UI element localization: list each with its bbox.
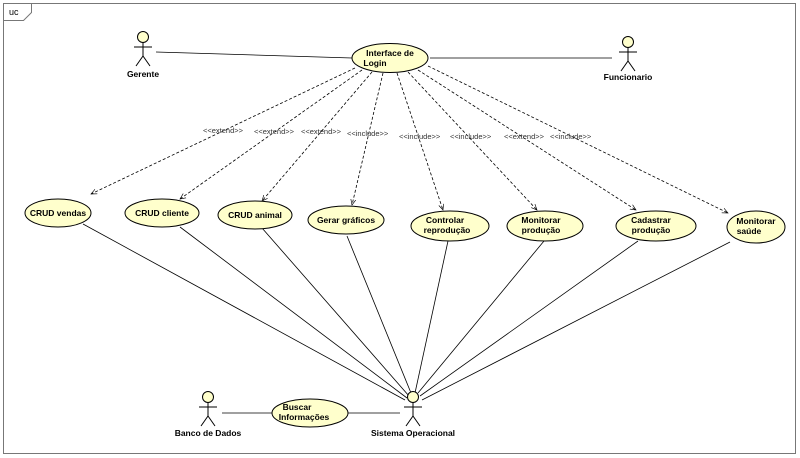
- svg-text:Interface de: Interface de: [366, 48, 414, 58]
- use-case-label: Interface de: [366, 48, 414, 58]
- assoc-sistema-monitorar-saude: [421, 241, 731, 401]
- use-case-controlar-reproducao[interactable]: Controlar reprodução: [410, 210, 490, 242]
- stereotype-label: <<include>>: [450, 132, 492, 141]
- dep-include-monitorar-saude: [427, 65, 728, 214]
- stereotype-label: <<extend>>: [254, 127, 295, 136]
- frame-label: uc: [9, 7, 19, 17]
- use-case-label: CRUD vendas: [30, 208, 86, 218]
- assoc-sistema-controlar: [414, 240, 449, 394]
- actor-banco-de-dados[interactable]: [199, 391, 217, 427]
- use-case-login[interactable]: Interface de Login: [351, 43, 429, 73]
- assoc-sistema-crud-cliente: [179, 226, 408, 399]
- use-case-label: produção: [522, 225, 561, 235]
- assoc-sistema-crud-vendas: [82, 223, 406, 401]
- actor-gerente[interactable]: [134, 31, 152, 67]
- stereotype-label: <<extend>>: [203, 126, 244, 135]
- use-case-label: Login: [363, 58, 386, 68]
- use-case-label: Gerar gráficos: [317, 215, 375, 225]
- stereotype-labels: <<extend>> <<extend>> <<extend>> <<inclu…: [203, 126, 592, 141]
- use-case-crud-cliente[interactable]: CRUD cliente: [124, 198, 200, 228]
- dep-include-gerar-graficos: [352, 72, 384, 205]
- frame-tab: [3, 3, 32, 21]
- dep-extend-crud-cliente: [180, 69, 363, 199]
- use-case-label: Controlar: [426, 215, 465, 225]
- use-case-monitorar-producao[interactable]: Monitorar produção: [506, 210, 584, 242]
- assoc-sistema-monitorar-producao: [417, 240, 545, 394]
- use-case-label: Monitorar: [521, 215, 561, 225]
- dep-include-monitorar-producao: [407, 71, 537, 210]
- assoc-gerente-login: [155, 51, 353, 59]
- dep-extend-crud-vendas: [91, 67, 356, 195]
- use-case-label: CRUD cliente: [135, 208, 189, 218]
- use-case-cadastrar-producao[interactable]: Cadastrar produção: [615, 210, 697, 242]
- use-case-buscar-informacoes[interactable]: Buscar Informações: [271, 398, 349, 428]
- actor-funcionario-label: Funcionario: [604, 72, 653, 82]
- diagram-frame: [3, 3, 796, 454]
- use-case-label: Cadastrar: [631, 215, 671, 225]
- use-case-label: CRUD animal: [228, 210, 282, 220]
- use-case-label: produção: [632, 225, 671, 235]
- stereotype-label: <<extend>>: [301, 127, 342, 136]
- use-case-label: Informações: [279, 412, 330, 422]
- use-case-label: reprodução: [424, 225, 471, 235]
- actor-sistema-operacional[interactable]: [404, 391, 422, 427]
- stereotype-label: <<include>>: [550, 132, 592, 141]
- dep-extend-crud-animal: [262, 71, 373, 201]
- actor-funcionario[interactable]: [619, 36, 637, 72]
- use-case-label: Buscar: [283, 402, 313, 412]
- actor-gerente-label: Gerente: [127, 69, 159, 79]
- dependencies: [91, 65, 728, 214]
- associations: [82, 51, 731, 414]
- assoc-sistema-gerar-graficos: [346, 235, 412, 394]
- use-case-crud-animal[interactable]: CRUD animal: [217, 200, 293, 230]
- use-case-label: saúde: [737, 226, 762, 236]
- svg-text:Login: Login: [363, 58, 386, 68]
- use-case-label: Monitorar: [736, 216, 776, 226]
- stereotype-label: <<include>>: [347, 129, 389, 138]
- stereotype-label: <<extend>>: [504, 132, 545, 141]
- assoc-sistema-crud-animal: [261, 227, 410, 397]
- assoc-sistema-cadastrar-producao: [419, 240, 639, 397]
- use-case-monitorar-saude[interactable]: Monitorar saúde: [726, 210, 786, 244]
- actor-sistema-label: Sistema Operacional: [371, 428, 455, 438]
- stereotype-label: <<include>>: [399, 132, 441, 141]
- dep-include-controlar: [396, 72, 443, 210]
- use-case-gerar-graficos[interactable]: Gerar gráficos: [307, 205, 385, 235]
- use-case-crud-vendas[interactable]: CRUD vendas: [24, 198, 92, 228]
- dep-extend-cadastrar-producao: [417, 69, 636, 210]
- actor-banco-label: Banco de Dados: [175, 428, 242, 438]
